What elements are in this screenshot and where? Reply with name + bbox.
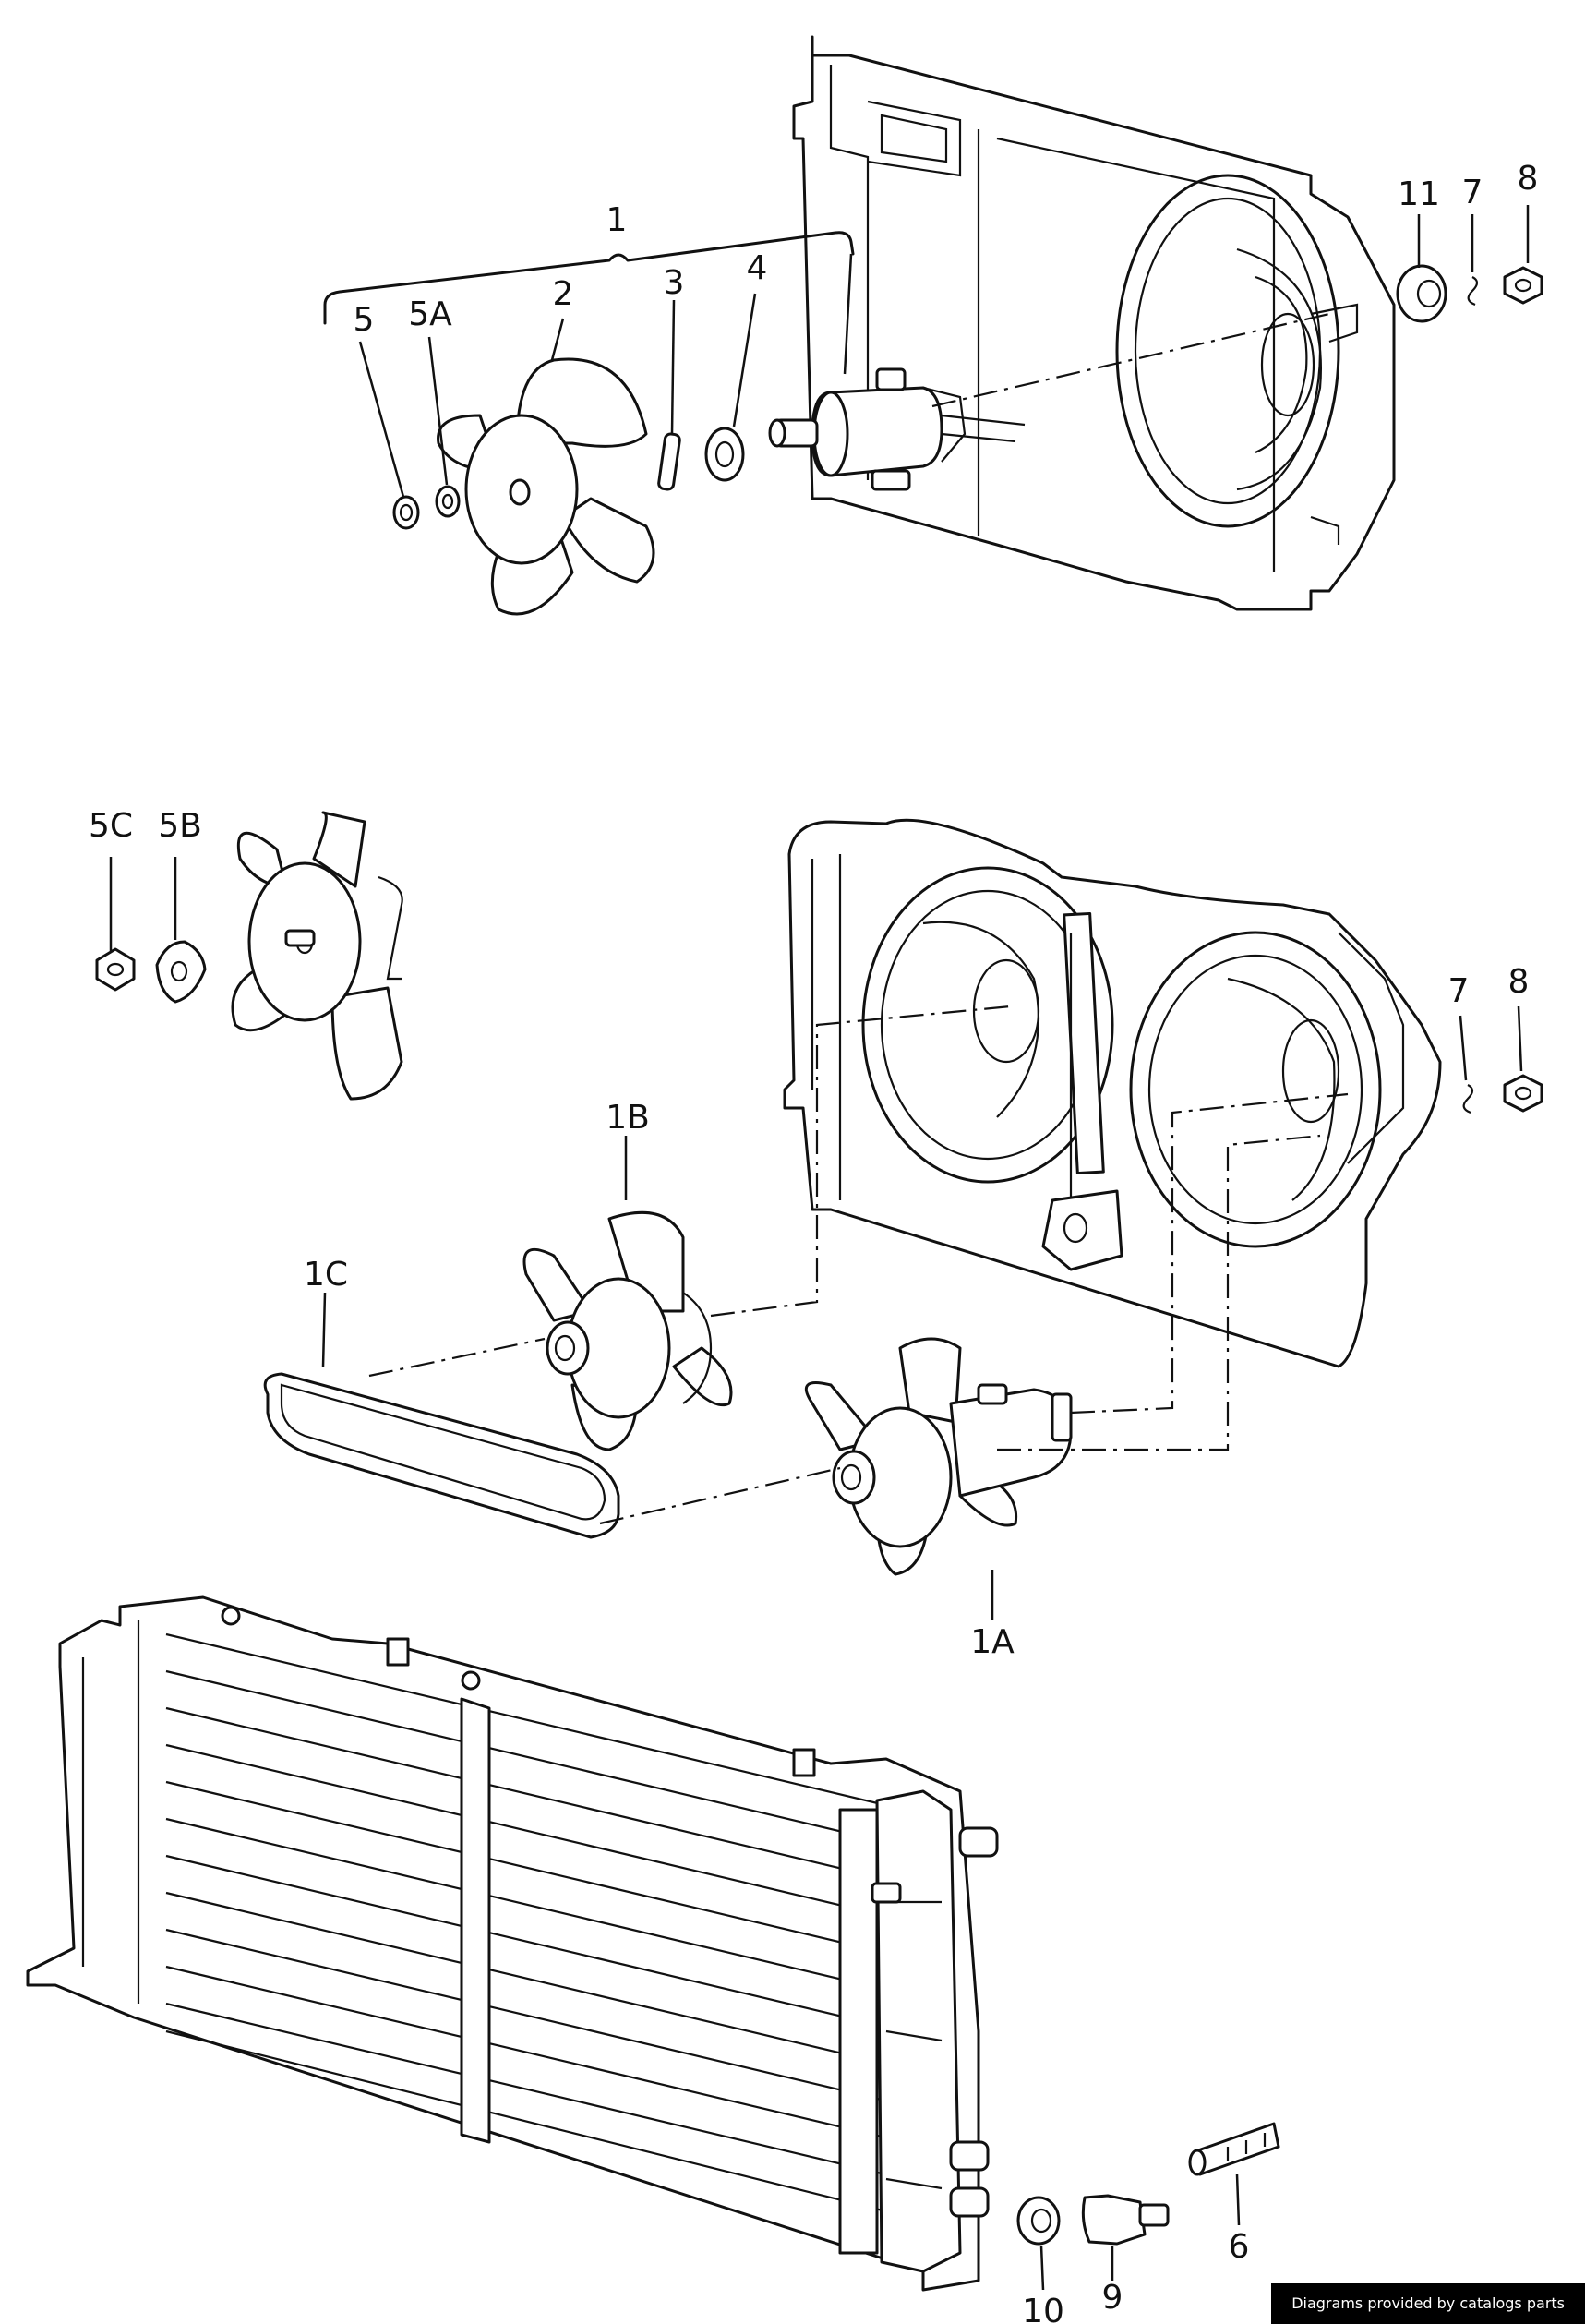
callout-5b: 5B (158, 807, 202, 845)
callout-1c: 1C (304, 1256, 348, 1294)
radiator (26, 1595, 999, 2292)
callout-7-mid: 7 (1448, 972, 1470, 1010)
callout-10: 10 (1022, 2293, 1064, 2324)
group-bracket-1 (323, 231, 855, 325)
fan-motor (768, 312, 1330, 491)
hardware-mid-right (1462, 1074, 1543, 1114)
callout-6: 6 (1229, 2228, 1250, 2266)
sensor-parts (1016, 2122, 1280, 2246)
callout-4: 4 (747, 249, 768, 287)
fan-1b (522, 1210, 733, 1451)
callout-8-mid: 8 (1508, 963, 1530, 1001)
fan-1a (804, 1337, 1073, 1576)
callout-2: 2 (553, 275, 574, 313)
callout-1: 1 (606, 201, 628, 239)
callout-3: 3 (664, 264, 685, 302)
small-parts-top (392, 427, 745, 530)
assembly-connectors (368, 1005, 1349, 1525)
upper-fan-shroud (792, 35, 1396, 611)
hardware-top-right (1396, 264, 1543, 323)
fan-blade-2 (437, 357, 655, 616)
callout-1b: 1B (606, 1099, 650, 1137)
watermark: Diagrams provided by catalogs parts (1271, 2283, 1585, 2324)
alternate-fan (95, 811, 403, 1101)
callout-9: 9 (1102, 2279, 1123, 2317)
callout-11: 11 (1398, 175, 1440, 213)
callout-8-top: 8 (1518, 160, 1539, 198)
hose-1c (263, 1372, 620, 1539)
callout-7-top: 7 (1462, 174, 1483, 211)
callout-5: 5 (354, 301, 375, 339)
callout-1a: 1A (970, 1623, 1015, 1661)
callout-5a: 5A (408, 295, 452, 333)
callout-5c: 5C (89, 807, 133, 845)
twin-fan-shroud (783, 818, 1442, 1368)
